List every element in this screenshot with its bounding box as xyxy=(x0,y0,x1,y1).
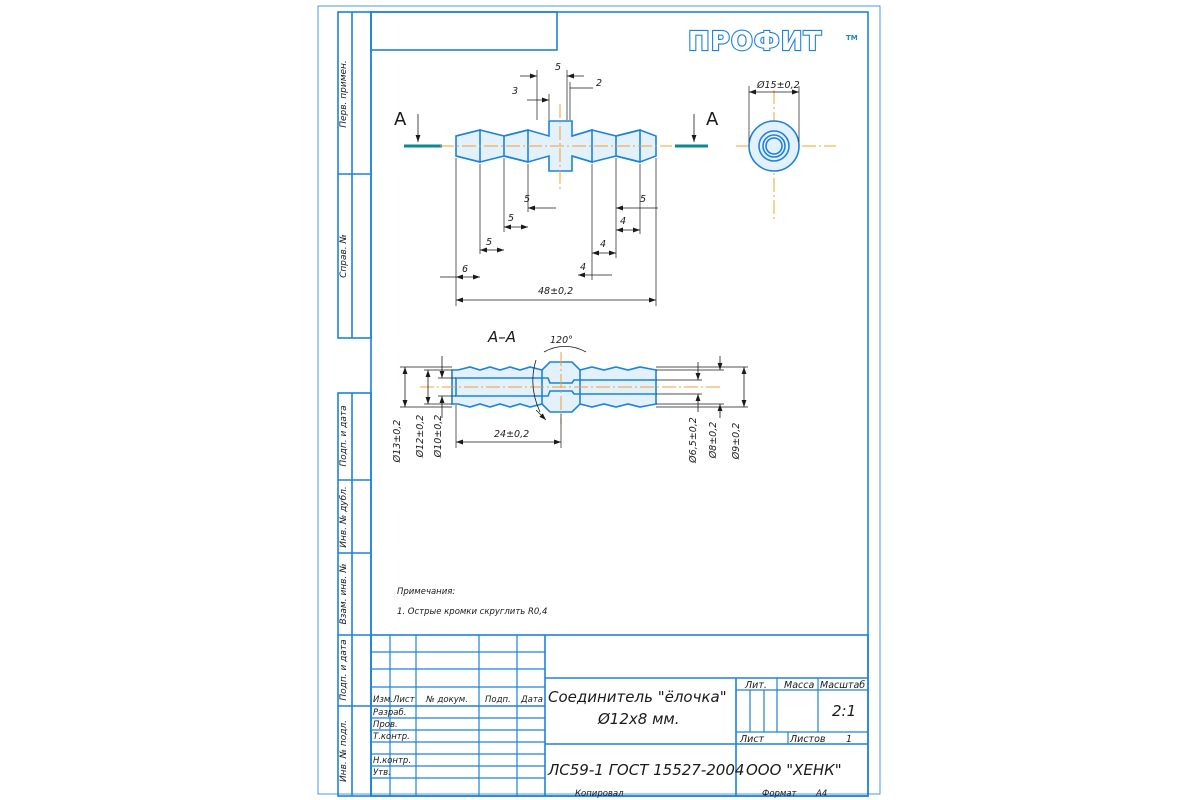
dim-d9: Ø9±0,2 xyxy=(731,423,742,461)
section-view: А–А 120° 24±0,2 Ø13±0,2 Ø12±0,2 Ø10±0,2 xyxy=(392,328,748,464)
dim-top-5: 5 xyxy=(555,62,561,73)
tb-product-size: Ø12х8 мм. xyxy=(597,710,679,728)
tb-header-podp: Подп. xyxy=(485,695,511,705)
dim-left-4: 6 xyxy=(462,264,468,275)
sidebar-inv-podl: Инв. № подл. xyxy=(339,720,349,782)
dim-top-3: 3 xyxy=(512,86,518,97)
tb-product-name: Соединитель "ёлочка" xyxy=(548,688,727,706)
tb-copied: Копировал xyxy=(575,789,624,799)
tb-massa: Масса xyxy=(784,680,814,691)
dim-d10: Ø10±0,2 xyxy=(433,415,444,459)
dim-left-2: 5 xyxy=(508,213,514,224)
tb-role-utv: Утв. xyxy=(373,768,391,778)
sidebar-sprav-no: Справ. № xyxy=(339,234,349,278)
notes: Примечания: 1. Острые кромки скруглить R… xyxy=(397,587,547,617)
tb-sheets-value: 1 xyxy=(846,734,852,745)
dim-left-3: 5 xyxy=(486,237,492,248)
dim-right-4: 4 xyxy=(580,262,586,273)
dim-top-2: 2 xyxy=(596,78,602,89)
notes-heading: Примечания: xyxy=(397,587,455,597)
sidebar-inv-dubl: Инв. № дубл. xyxy=(339,486,349,548)
tb-role-nkontr: Н.контр. xyxy=(373,756,411,766)
tb-header-izm: Изм. xyxy=(373,695,393,705)
front-view: А А 5 3 2 5 5 5 6 xyxy=(394,62,719,306)
tb-sheets-label: Листов xyxy=(789,734,826,745)
dim-d65: Ø6,5±0,2 xyxy=(688,417,699,464)
tb-role-tkontr: Т.контр. xyxy=(373,732,410,742)
sidebar-podp-data-2: Подп. и дата xyxy=(339,639,349,700)
sidebar-podp-data-1: Подп. и дата xyxy=(339,405,349,466)
dim-side-diameter: Ø15±0,2 xyxy=(756,80,800,91)
tb-role-prov: Пров. xyxy=(373,720,398,730)
tb-role-razrab: Разраб. xyxy=(373,708,406,718)
section-title: А–А xyxy=(487,328,516,346)
dim-d13: Ø13±0,2 xyxy=(392,420,403,464)
tb-lit: Лит. xyxy=(744,680,767,691)
dim-angle: 120° xyxy=(550,335,573,346)
tb-sheet-label: Лист xyxy=(739,734,765,745)
tb-format-value: А4 xyxy=(815,789,827,799)
logo-trademark: TM xyxy=(846,34,858,42)
section-letter-left: А xyxy=(394,109,407,130)
dim-overall: 48±0,2 xyxy=(538,286,573,297)
tb-header-doc-no: № докум. xyxy=(425,695,468,705)
notes-item-1: 1. Острые кромки скруглить R0,4 xyxy=(397,607,547,617)
logo: ПРОФИТ TM xyxy=(687,26,858,58)
tb-format-label: Формат xyxy=(762,789,798,799)
tb-material: ЛС59-1 ГОСТ 15527-2004 xyxy=(547,761,744,779)
dim-left-1: 5 xyxy=(524,194,530,205)
tb-header-data: Дата xyxy=(520,695,543,705)
section-letter-right: А xyxy=(706,109,719,130)
tb-header-list: Лист xyxy=(392,695,416,705)
sidebar-top xyxy=(337,11,372,339)
tb-organization: ООО "ХЕНК" xyxy=(746,761,842,779)
dim-d12: Ø12±0,2 xyxy=(415,415,426,459)
dim-right-2: 4 xyxy=(620,216,626,227)
side-view: Ø15±0,2 xyxy=(736,80,836,222)
dim-d8: Ø8±0,2 xyxy=(708,422,719,460)
tb-scale-value: 2:1 xyxy=(832,702,856,720)
dim-right-3: 4 xyxy=(600,239,606,250)
sidebar-labels: Перв. примен. Справ. № Подп. и дата Инв.… xyxy=(339,60,349,782)
dim-right-1: 5 xyxy=(640,194,646,205)
top-left-box xyxy=(370,11,558,51)
sidebar-bottom xyxy=(337,392,372,797)
title-block: Изм. Лист № докум. Подп. Дата Разраб. Пр… xyxy=(370,634,869,799)
sidebar-vzam-inv: Взам. инв. № xyxy=(339,563,349,624)
sidebar-perv-primen: Перв. примен. xyxy=(339,60,349,128)
dim-section-length: 24±0,2 xyxy=(494,429,529,440)
tb-masshtab: Масштаб xyxy=(820,680,865,691)
logo-text: ПРОФИТ xyxy=(688,27,822,57)
